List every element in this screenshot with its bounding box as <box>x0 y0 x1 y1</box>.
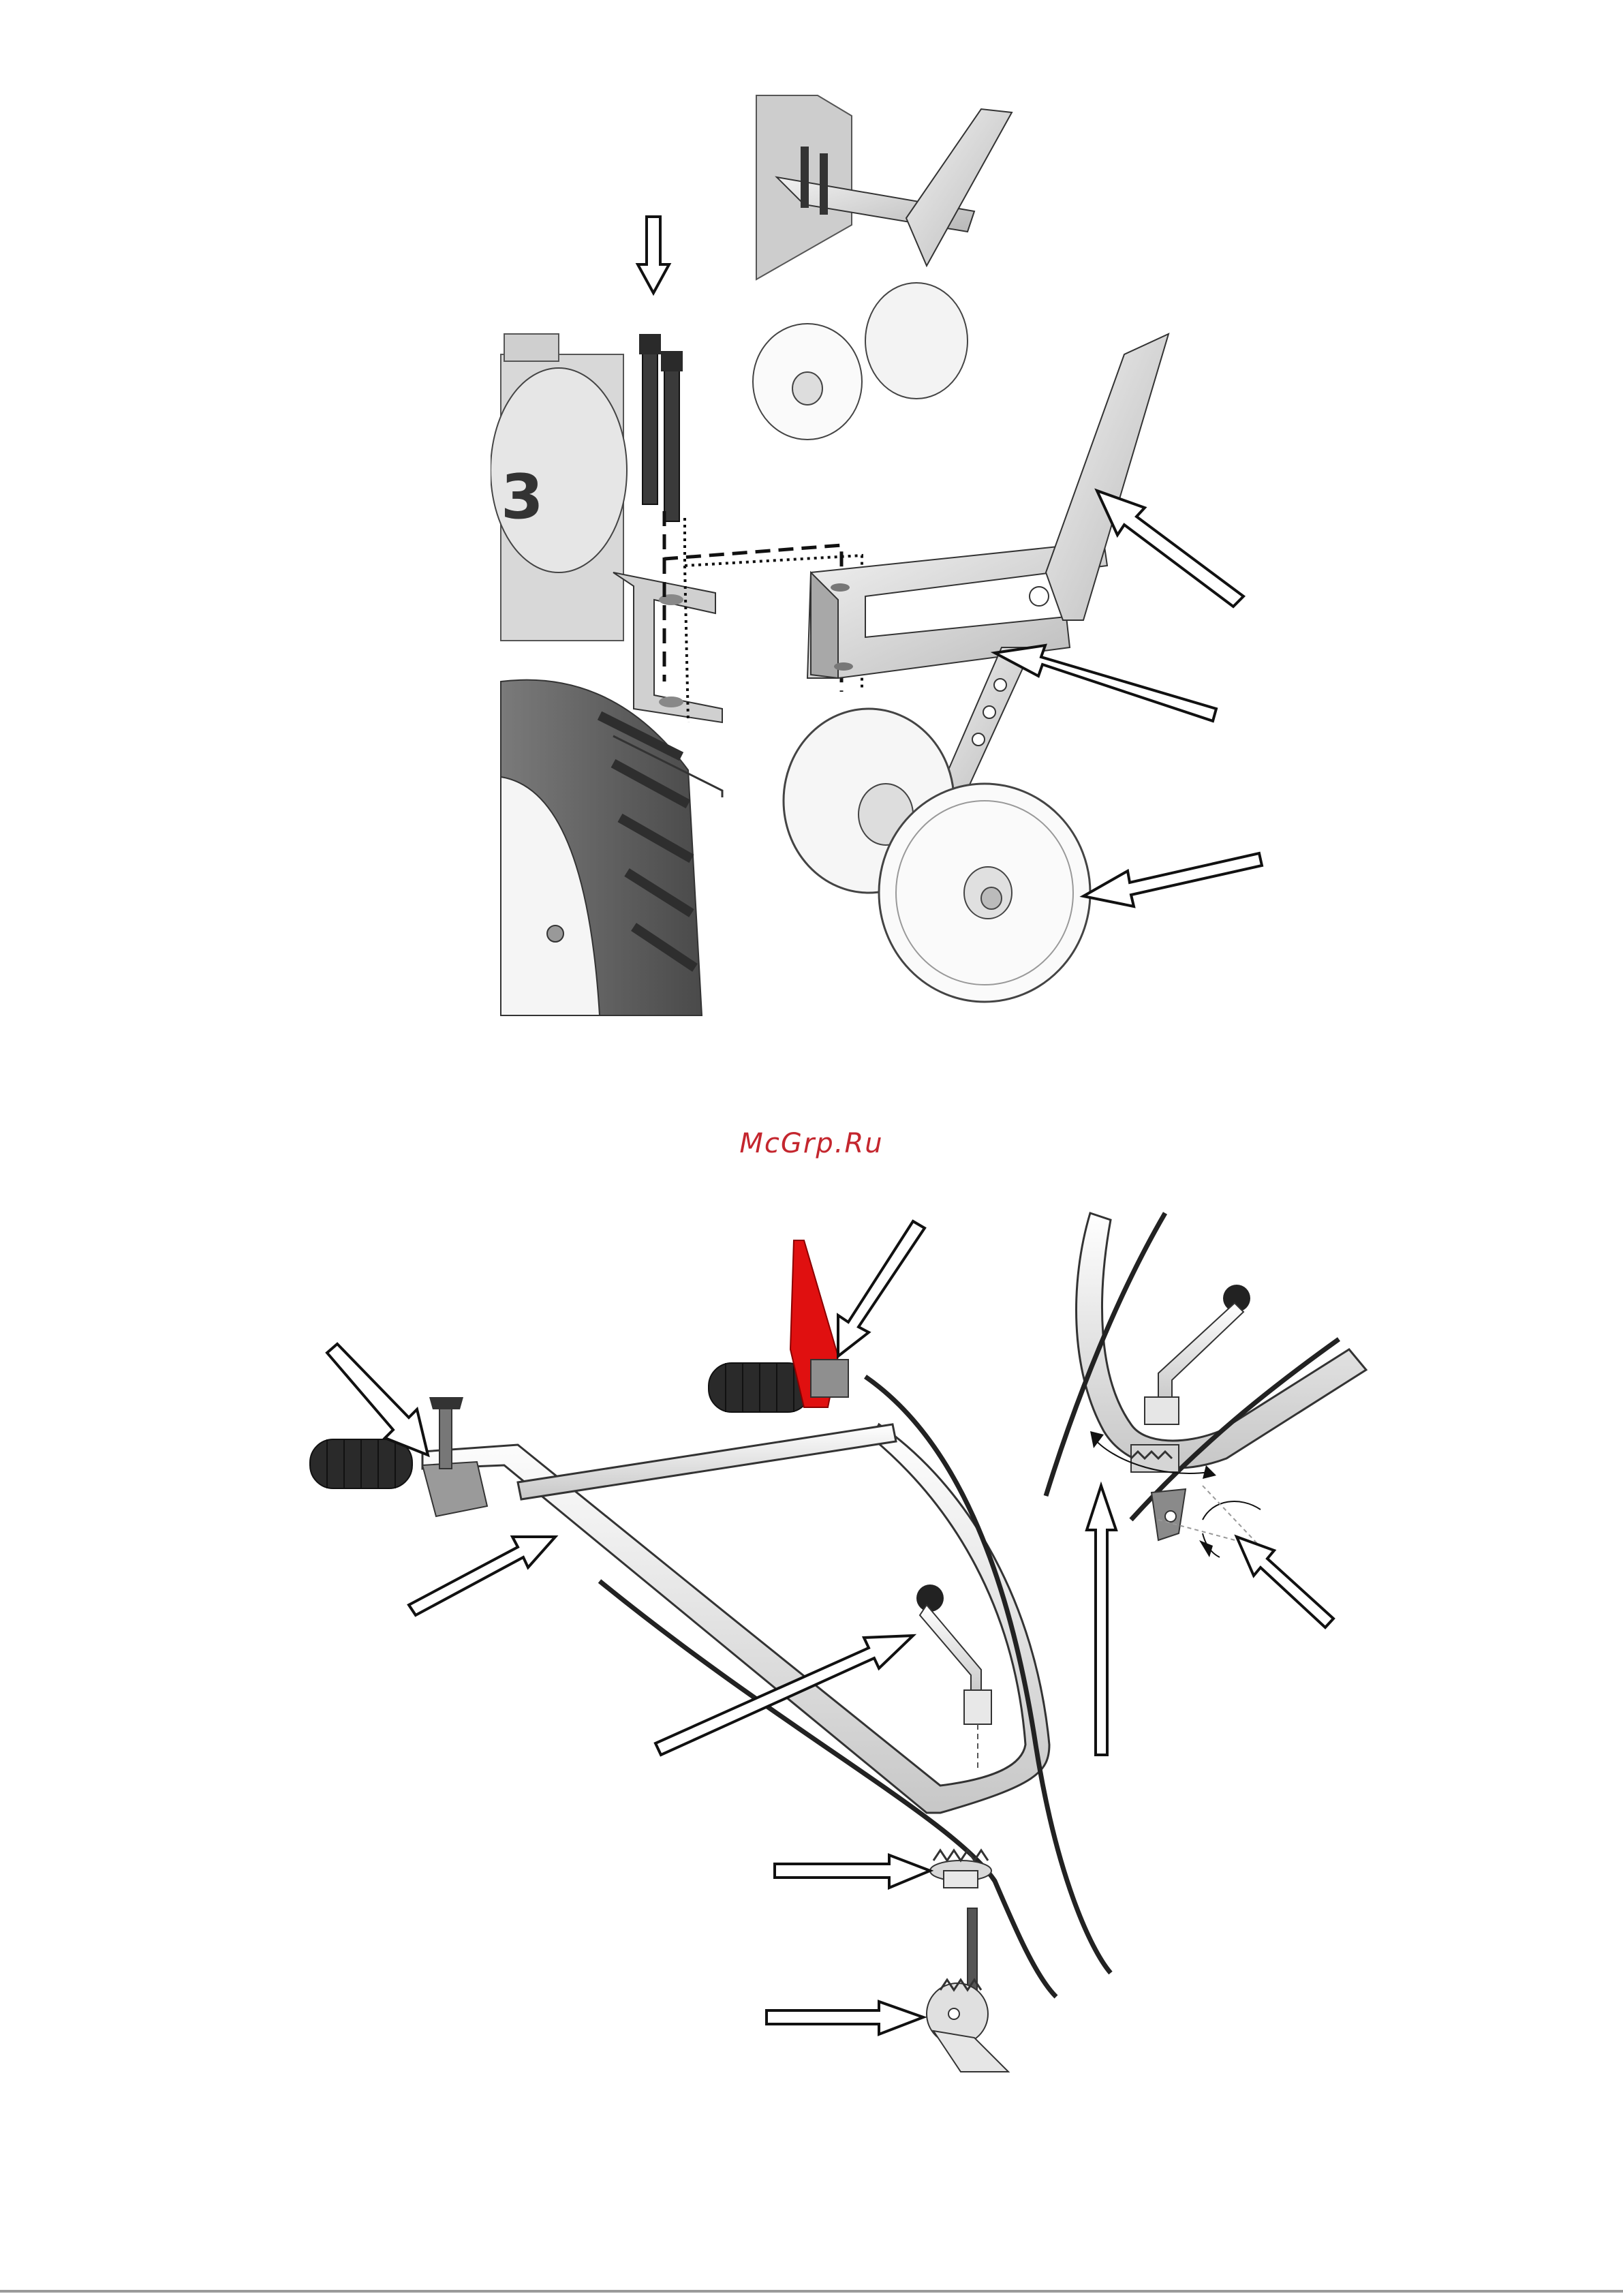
callout-arrow-frame <box>995 645 1216 721</box>
callout-arrow-clutch <box>327 1344 428 1455</box>
callout-arrow-vertical <box>1087 1486 1116 1755</box>
engine-housing: 3 <box>491 334 627 641</box>
hitch-assembly-figure: 3 <box>491 89 1274 1029</box>
callout-arrow-wheel <box>1083 853 1262 906</box>
callout-arrow-clamp <box>767 2002 923 2034</box>
ratchet-disc <box>930 1850 991 1888</box>
callout-arrow-down <box>638 217 669 293</box>
callout-arrow-throttle <box>838 1221 925 1356</box>
assembled-inset <box>753 95 1012 440</box>
ridger-blade <box>1030 334 1169 620</box>
hitch-pins <box>639 334 683 521</box>
callout-arrow-rotation <box>1237 1537 1333 1627</box>
svg-text:3: 3 <box>501 461 544 533</box>
bottom-rule <box>0 2290 1623 2293</box>
callout-arrow-blade <box>1097 491 1243 607</box>
handlebar-assembly-figure <box>300 1199 1390 2079</box>
support-wheels <box>784 709 1090 1002</box>
column-clamp <box>927 1908 1008 2072</box>
watermark-text: McGrp.Ru <box>0 1128 1623 1159</box>
height-adjust-lever <box>916 1585 991 1772</box>
drive-wheel <box>501 680 702 1015</box>
left-grip <box>310 1439 412 1488</box>
callout-arrow-tube <box>409 1537 555 1615</box>
callout-arrow-ratchet <box>775 1855 930 1888</box>
